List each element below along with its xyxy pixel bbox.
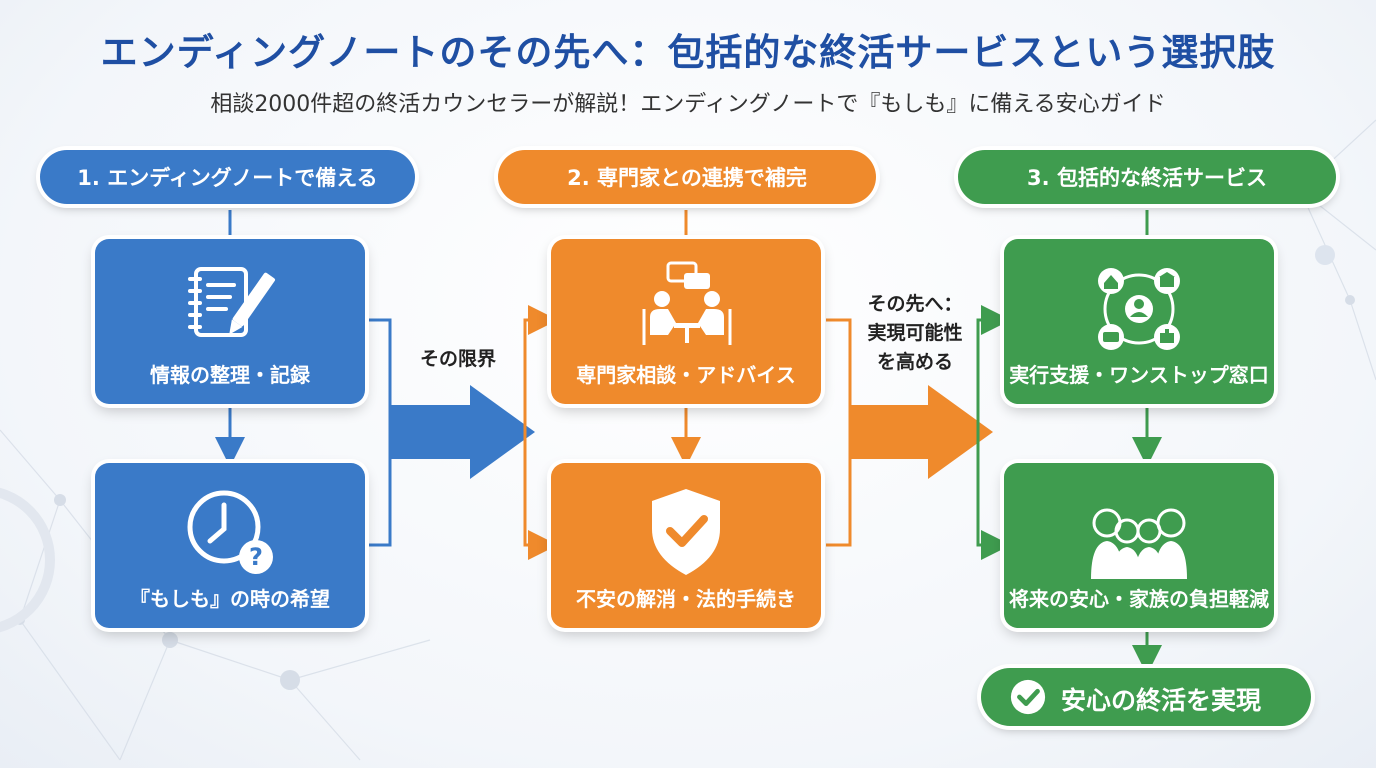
card-wishes: ? 『もしも』の時の希望 [95,463,365,628]
column-heading-1: 1. エンディングノートで備える [40,150,415,204]
card-label: 専門家相談・アドバイス [576,363,796,387]
svg-text:?: ? [249,543,263,571]
card-info-record: 情報の整理・記録 [95,239,365,404]
check-circle-icon [1010,679,1046,715]
card-label: 不安の解消・法的手続き [576,587,796,611]
final-outcome-label: 安心の終活を実現 [1061,686,1262,715]
page-title: エンディングノートのその先へ：包括的な終活サービスという選択肢 [100,31,1276,74]
shield-check-icon [652,489,720,575]
column-heading-2: 2. 専門家との連携で補完 [498,150,876,204]
transition-beyond: その先へ： 実現可能性 を高める [850,290,980,377]
card-label: 『もしも』の時の希望 [130,587,330,611]
transition-beyond-line: その先へ： [867,293,963,315]
column-heading-3: 3. 包括的な終活サービス [958,150,1336,204]
card-label: 実行支援・ワンストップ窓口 [1009,363,1269,387]
card-family-peace: 将来の安心・家族の負担軽減 [1004,463,1274,628]
card-label: 情報の整理・記録 [150,363,310,387]
card-label: 将来の安心・家族の負担軽減 [1009,587,1269,611]
final-outcome: 安心の終活を実現 [981,668,1311,726]
card-legal-procedures: 不安の解消・法的手続き [551,463,821,628]
consultation-icon [642,261,732,345]
page-subtitle: 相談2000件超の終活カウンセラーが解説！エンディングノートで『もしも』に備える… [210,92,1166,117]
transition-limit: その限界 [419,348,496,370]
card-expert-consult: 専門家相談・アドバイス [551,239,821,404]
transition-beyond-line: 実現可能性 [867,322,963,344]
service-network-icon [1098,268,1180,350]
transition-beyond-line: を高める [876,351,953,373]
notebook-pen-icon [188,267,276,337]
card-one-stop-support: 実行支援・ワンストップ窓口 [1004,239,1274,404]
family-icon [1091,508,1187,579]
clock-question-icon: ? [187,490,273,574]
